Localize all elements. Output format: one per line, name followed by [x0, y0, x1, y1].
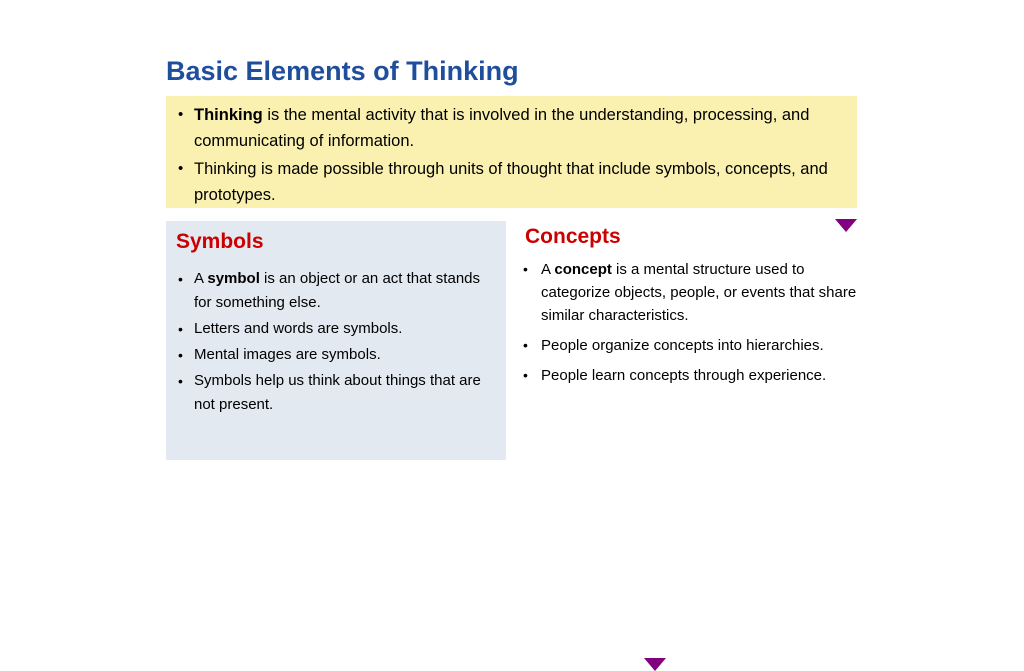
intro-item-bold-0: Thinking: [194, 106, 263, 124]
slide: Basic Elements of Thinking • Thinking is…: [166, 56, 863, 671]
symbols-item-text-2: Mental images are symbols.: [194, 346, 381, 363]
list-item: • Symbols help us think about things tha…: [178, 369, 498, 417]
list-item: • A concept is a mental structure used t…: [523, 258, 863, 327]
symbols-heading: Symbols: [176, 230, 264, 253]
symbols-item-bold-0: symbol: [207, 270, 260, 287]
list-item: • Thinking is the mental activity that i…: [178, 102, 848, 154]
intro-callout-box: • Thinking is the mental activity that i…: [166, 96, 857, 208]
bullet-icon: •: [178, 373, 183, 389]
bullet-icon: •: [178, 160, 184, 177]
symbols-item-text-0: A symbol is an object or an act that sta…: [194, 267, 498, 315]
symbols-item-text-3: Symbols help us think about things that …: [194, 372, 481, 413]
bullet-icon: •: [178, 106, 184, 123]
concepts-heading: Concepts: [525, 225, 621, 248]
intro-bullet-list: • Thinking is the mental activity that i…: [178, 102, 848, 210]
page-title: Basic Elements of Thinking: [166, 56, 519, 86]
concepts-item-rest-0: is a mental structure used to categorize…: [541, 261, 857, 324]
concepts-item-bold-0: concept: [554, 261, 612, 278]
concepts-item-text-1: People organize concepts into hierarchie…: [541, 337, 824, 354]
list-item: • People organize concepts into hierarch…: [523, 334, 863, 357]
concepts-triangle-marker-icon: [835, 219, 857, 232]
bullet-icon: •: [178, 321, 183, 337]
bullet-icon: •: [523, 367, 528, 383]
intro-item-text-0: Thinking is the mental activity that is …: [194, 102, 848, 154]
concepts-bullet-list: • A concept is a mental structure used t…: [523, 258, 863, 394]
concepts-item-text-2: People learn concepts through experience…: [541, 367, 827, 384]
bullet-icon: •: [178, 347, 183, 363]
symbols-item-text-1: Letters and words are symbols.: [194, 320, 403, 337]
intro-item-text-1: Thinking is made possible through units …: [194, 156, 848, 208]
symbols-bullet-list: • A symbol is an object or an act that s…: [178, 267, 498, 419]
list-item: • Letters and words are symbols.: [178, 317, 498, 341]
list-item: • A symbol is an object or an act that s…: [178, 267, 498, 315]
intro-item-rest-0: is the mental activity that is involved …: [194, 106, 810, 150]
concepts-item-prefix-0: A: [541, 261, 555, 278]
symbols-item-rest-0: is an object or an act that stands for s…: [194, 270, 481, 311]
list-item: • People learn concepts through experien…: [523, 364, 863, 387]
symbols-item-prefix-0: A: [194, 270, 208, 287]
symbols-panel: Symbols • A symbol is an object or an ac…: [166, 221, 666, 671]
bullet-icon: •: [523, 261, 528, 277]
bullet-icon: •: [178, 271, 183, 287]
bullet-icon: •: [523, 337, 528, 353]
concepts-item-text-0: A concept is a mental structure used to …: [541, 258, 863, 327]
list-item: • Mental images are symbols.: [178, 343, 498, 367]
symbols-triangle-marker-icon: [644, 658, 666, 671]
intro-item-rest-1: Thinking is made possible through units …: [194, 160, 828, 204]
list-item: • Thinking is made possible through unit…: [178, 156, 848, 208]
